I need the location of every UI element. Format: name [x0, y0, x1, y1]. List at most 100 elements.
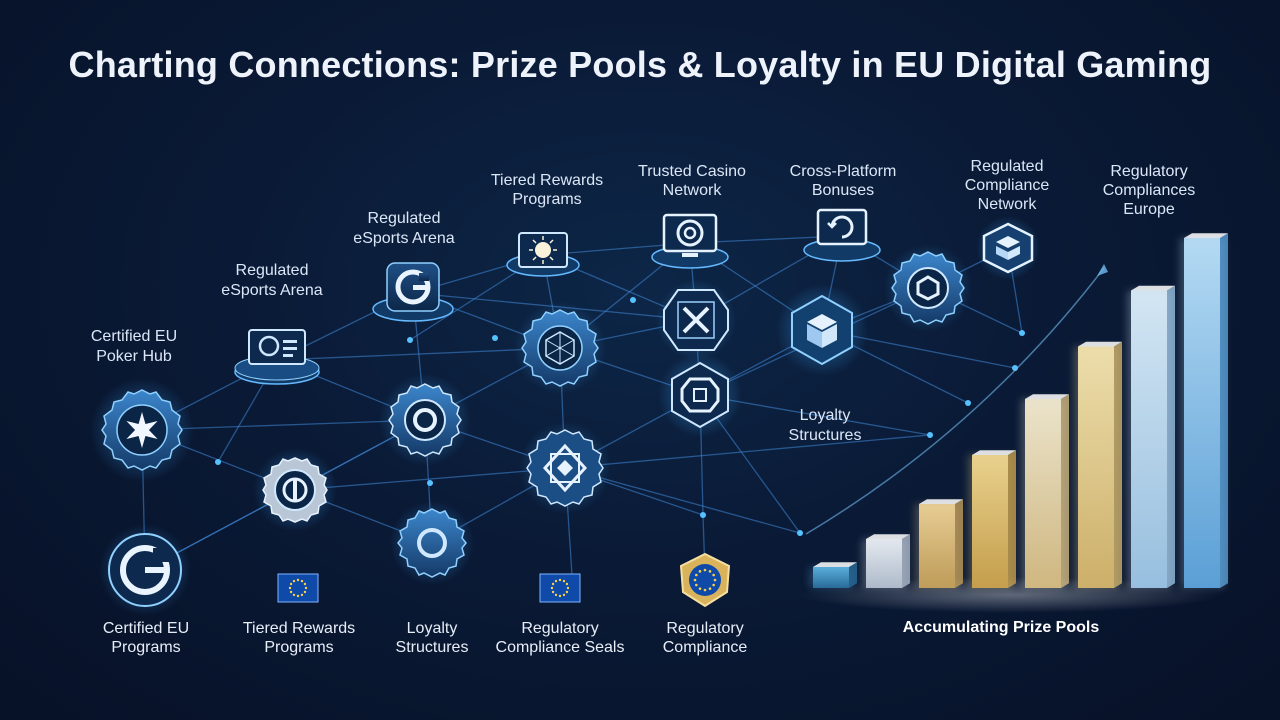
svg-text:Tiered Rewards: Tiered Rewards	[243, 620, 355, 637]
network-gear-icon[interactable]	[514, 302, 606, 394]
label-regulatory-compliance: Regulatory Compliance	[663, 620, 748, 656]
eu-star	[566, 586, 570, 590]
eu-star	[554, 593, 558, 597]
svg-text:Loyalty: Loyalty	[407, 620, 458, 637]
eu-star	[303, 590, 307, 594]
svg-text:Regulated: Regulated	[368, 210, 441, 227]
casino-monitor-icon[interactable]	[651, 213, 729, 269]
eu-flag-icon	[277, 573, 319, 603]
svg-text:eSports Arena: eSports Arena	[353, 230, 455, 247]
sun-display-icon[interactable]	[506, 232, 580, 277]
eu-star	[289, 582, 293, 586]
svg-text:Certified EU: Certified EU	[91, 328, 177, 345]
chart-bar	[862, 534, 910, 588]
star-emblem-icon[interactable]	[519, 422, 611, 514]
label-esports-upper: Regulated eSports Arena	[353, 210, 455, 247]
svg-text:Regulatory: Regulatory	[521, 620, 598, 637]
chart-bar	[1021, 394, 1069, 588]
svg-text:eSports Arena: eSports Arena	[221, 282, 323, 299]
svg-text:Programs: Programs	[264, 639, 333, 656]
eu-star	[304, 586, 308, 590]
eu-star	[551, 590, 555, 594]
svg-text:Compliance Seals: Compliance Seals	[496, 639, 625, 656]
refresh-monitor-icon[interactable]	[803, 208, 881, 262]
svg-text:Loyalty: Loyalty	[800, 407, 851, 424]
label-certified-programs: Certified EU Programs	[103, 620, 189, 656]
eu-star	[712, 573, 715, 577]
eu-star	[300, 579, 304, 583]
label-regulatory-compliances-europe: Regulatory Compliances Europe	[1103, 163, 1195, 218]
eu-star	[562, 593, 566, 597]
chart-bar	[1127, 285, 1175, 588]
star-gear-icon[interactable]	[90, 378, 194, 482]
svg-text:Structures: Structures	[789, 427, 862, 444]
prize-pool-chart	[800, 233, 1228, 613]
label-esports-lower: Regulated eSports Arena	[221, 262, 323, 299]
svg-text:Regulated: Regulated	[236, 262, 309, 279]
eu-star	[695, 573, 698, 577]
eu-star	[708, 587, 712, 590]
eu-star	[558, 578, 562, 582]
eu-star	[292, 593, 296, 597]
label-regulated-compliance-network: Regulated Compliance Network	[965, 158, 1050, 213]
label-tiered-rewards-bottom: Tiered Rewards Programs	[243, 620, 355, 656]
g-logo-icon[interactable]	[372, 262, 454, 322]
hex-gear-icon[interactable]	[884, 244, 972, 332]
eu-star	[703, 568, 707, 572]
svg-text:Structures: Structures	[396, 639, 469, 656]
hexagon-box-icon[interactable]	[976, 216, 1040, 280]
svg-text:Programs: Programs	[111, 639, 180, 656]
label-regulatory-seals: Regulatory Compliance Seals	[496, 620, 625, 656]
label-certified-poker-hub: Certified EU Poker Hub	[91, 328, 177, 365]
chart-label: Accumulating Prize Pools	[903, 619, 1100, 636]
eu-star	[554, 579, 558, 583]
label-loyalty-structures-bottom: Loyalty Structures	[396, 620, 469, 656]
svg-text:Trusted Casino: Trusted Casino	[638, 163, 746, 180]
label-trusted-casino: Trusted Casino Network	[638, 163, 746, 199]
svg-text:Regulated: Regulated	[971, 158, 1044, 175]
small-gear-icon[interactable]	[390, 501, 474, 585]
eu-star	[303, 582, 307, 586]
svg-text:Compliance: Compliance	[965, 177, 1050, 194]
label-loyalty-structures-mid: Loyalty Structures	[789, 407, 862, 444]
chart-bar	[809, 562, 857, 588]
shield-hexagon-icon[interactable]	[658, 353, 742, 437]
svg-text:Certified EU: Certified EU	[103, 620, 189, 637]
label-cross-platform: Cross-Platform Bonuses	[790, 163, 897, 199]
label-tiered-rewards-top: Tiered Rewards Programs	[491, 172, 603, 208]
g-circle-icon[interactable]	[99, 524, 191, 616]
junction-dots	[215, 297, 1025, 536]
eu-star	[698, 570, 702, 573]
chart-bar	[1074, 341, 1122, 588]
svg-text:Regulatory: Regulatory	[666, 620, 743, 637]
monitor-chart-icon[interactable]	[234, 329, 320, 385]
eu-star	[296, 594, 300, 598]
svg-text:Cross-Platform: Cross-Platform	[790, 163, 897, 180]
chart-bar	[968, 450, 1016, 588]
eu-star	[296, 578, 300, 582]
svg-text:Regulatory: Regulatory	[1110, 163, 1187, 180]
eu-star	[712, 583, 715, 587]
gear-icon[interactable]	[379, 374, 471, 466]
chart-bar	[1180, 233, 1228, 588]
eu-badge-icon	[679, 552, 731, 608]
eu-flag-icon	[539, 573, 581, 603]
eye-gear-icon[interactable]	[253, 448, 337, 532]
cube-icon[interactable]	[776, 284, 868, 376]
svg-text:Network: Network	[663, 182, 723, 199]
svg-text:Europe: Europe	[1123, 201, 1175, 218]
svg-text:Tiered Rewards: Tiered Rewards	[491, 172, 603, 189]
svg-text:Compliance: Compliance	[663, 639, 748, 656]
x-hexagon-icon[interactable]	[656, 280, 736, 360]
eu-star	[288, 586, 292, 590]
eu-star	[693, 578, 697, 582]
chart-bar	[915, 499, 963, 588]
eu-star	[695, 583, 698, 587]
eu-star	[698, 587, 702, 590]
eu-star	[292, 579, 296, 583]
eu-star	[703, 588, 707, 592]
eu-star	[558, 594, 562, 598]
eu-star	[300, 593, 304, 597]
eu-star	[289, 590, 293, 594]
